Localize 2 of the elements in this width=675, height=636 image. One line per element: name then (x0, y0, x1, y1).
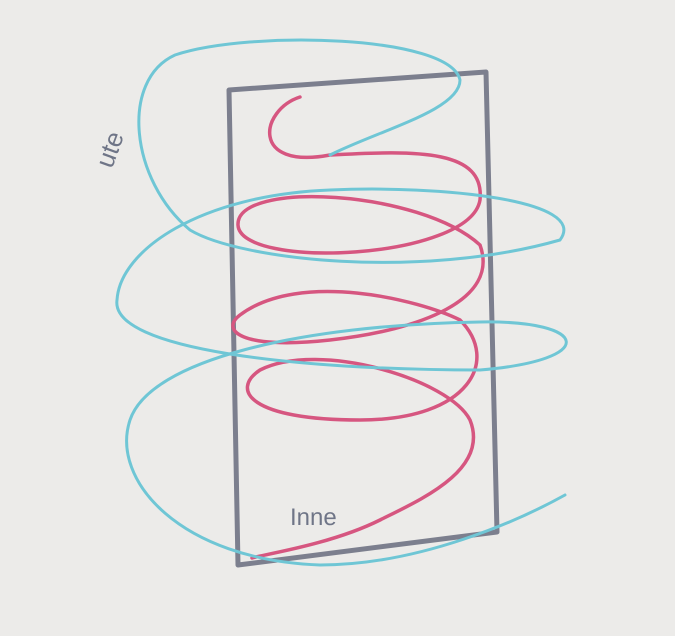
handwritten-label: ute (88, 126, 131, 174)
handwritten-label: Inne (290, 503, 337, 533)
